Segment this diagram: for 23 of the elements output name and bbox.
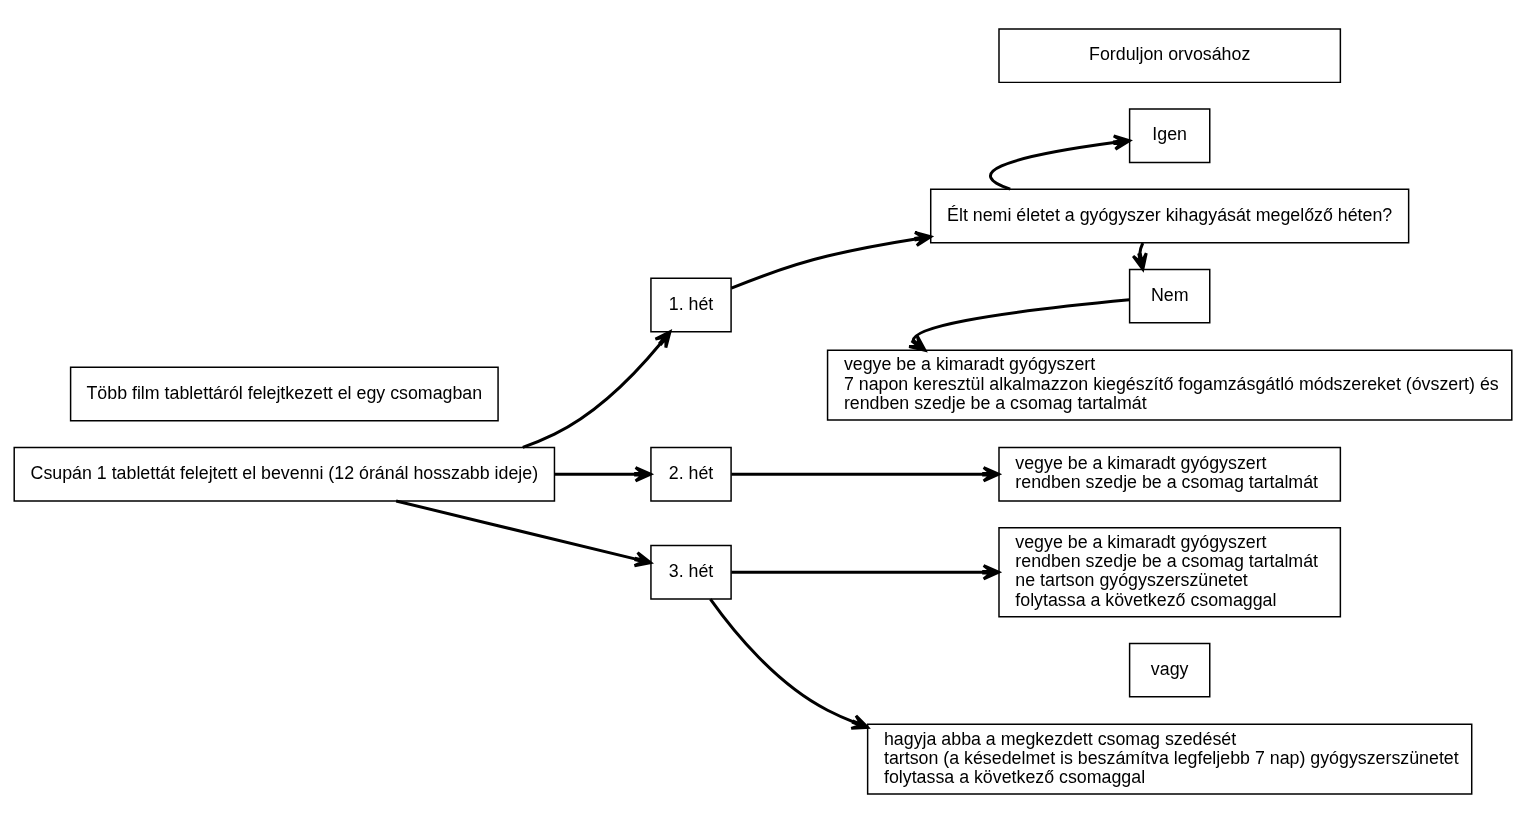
node-box: vegye be a kimaradt gyógyszert 7 napon keresztül alkalmazzon kiegészítő fogamzásgátló módszereket (óvszert) és rendben szedje be a csomag tartalmát (826, 349, 1513, 421)
arrow (395, 499, 652, 567)
node-box: 1. hét (650, 277, 732, 332)
node-box: 3. hét (650, 544, 732, 600)
arrow (907, 297, 1130, 352)
node-box: Csupán 1 tablettát felejtett el bevenni (12 óránál hosszabb ideje) (13, 446, 556, 502)
arrow (989, 133, 1131, 191)
node-box: Több film tablettáról felejtkezett el egy csomagban (69, 366, 499, 421)
node-box: Igen (1128, 107, 1211, 163)
arrow (709, 597, 869, 730)
node-box: Nem (1128, 268, 1211, 324)
node-box: vagy (1128, 642, 1211, 698)
node-box: hagyja abba a megkezdett csomag szedését tartson (a késedelmet is beszámítva legfeljebb 7 nap) gyógyszerszünetet folytassa a következő csomaggal (866, 723, 1473, 795)
arrow (730, 230, 933, 290)
node-box: Forduljon orvosához (998, 27, 1342, 83)
arrow (554, 465, 652, 482)
arrow (522, 329, 672, 449)
node-box: 2. hét (650, 446, 732, 502)
arrow (731, 465, 1000, 482)
node-box: vegye be a kimaradt gyógyszert rendben szedje be a csomag tartalmát ne tartson gyógyszerszünetet folytassa a következő csomaggal (998, 526, 1342, 617)
node-box: Élt nemi életet a gyógyszer kihagyását megelőző héten? (930, 188, 1410, 243)
arrow (731, 563, 1000, 580)
node-box: vegye be a kimaradt gyógyszert rendben szedje be a csomag tartalmát (998, 446, 1342, 502)
